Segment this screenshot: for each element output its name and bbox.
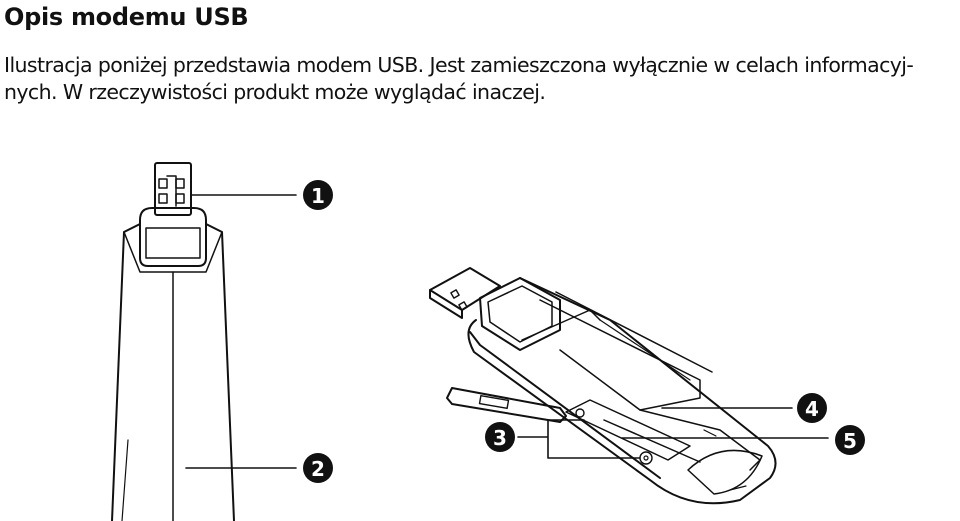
- callout-label-5: 5: [843, 429, 857, 453]
- callout-badge-2: 2: [303, 453, 333, 483]
- callout-label-3: 3: [493, 426, 507, 450]
- page-title: Opis modemu USB: [4, 3, 249, 31]
- modem-angled-view: [429, 267, 777, 505]
- callout-badge-1: 1: [303, 180, 333, 210]
- callout-label-1: 1: [311, 184, 325, 208]
- leader-line-3: [517, 419, 641, 459]
- callout-badge-3: 3: [485, 422, 515, 452]
- modem-front-view: [111, 162, 235, 521]
- callout-label-2: 2: [311, 457, 325, 481]
- intro-line-2: nych. W rzeczywistości produkt może wygl…: [4, 80, 546, 104]
- usb-connector-front: [154, 162, 192, 216]
- callout-badge-4: 4: [797, 393, 827, 423]
- callout-badge-5: 5: [835, 425, 865, 455]
- intro-paragraph: Ilustracja poniżej przedstawia modem USB…: [4, 52, 959, 106]
- callout-label-4: 4: [805, 397, 819, 421]
- intro-line-1: Ilustracja poniżej przedstawia modem USB…: [4, 53, 914, 77]
